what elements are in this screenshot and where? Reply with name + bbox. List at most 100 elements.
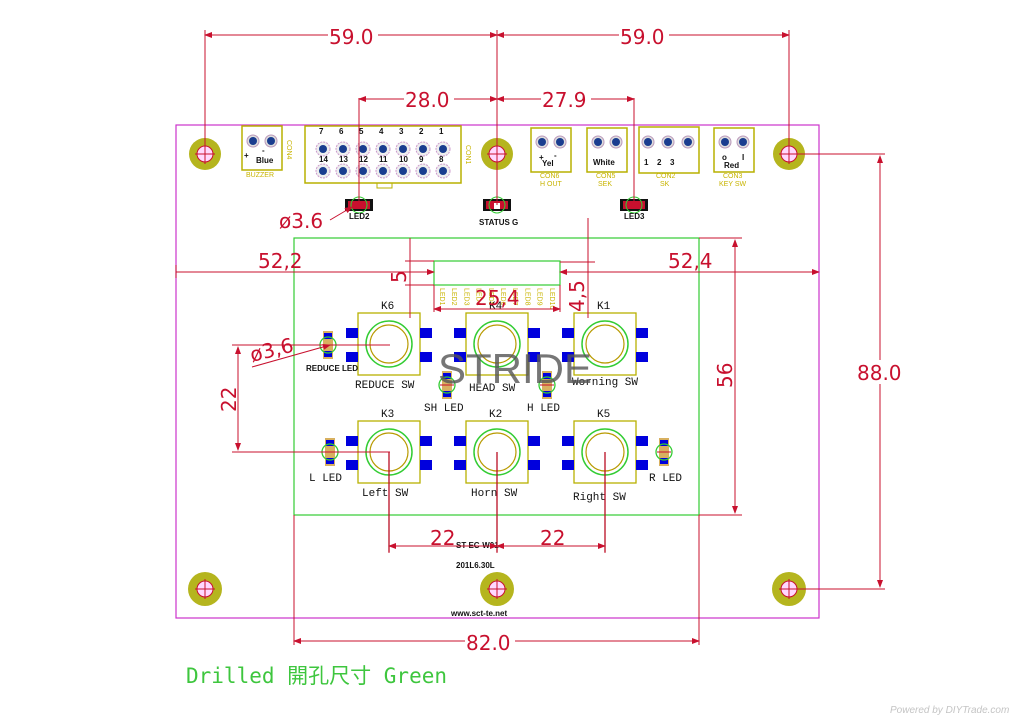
board-website: www.sct-te.net bbox=[450, 609, 507, 618]
dim-col-pitch-right: 22 bbox=[540, 526, 565, 550]
mount-hole-bottom-left bbox=[188, 572, 222, 606]
led-bar-segment-label: LED2 bbox=[450, 288, 457, 306]
main-con-pin bbox=[435, 163, 451, 179]
dim-hole-dia-top: ø3.6 bbox=[279, 209, 323, 233]
connector-con2: 1 2 3 CON2 SK bbox=[638, 126, 700, 188]
connector-con5: White CON5 SEK bbox=[586, 127, 628, 188]
dim-right-width: 52,4 bbox=[668, 249, 713, 273]
main-con-pin bbox=[355, 163, 371, 179]
dim-inner-height: 56 bbox=[713, 363, 737, 388]
dim-left-width: 52,2 bbox=[258, 249, 303, 273]
led2-label: LED2 bbox=[349, 212, 370, 221]
buzzer-con-name: CON4 bbox=[285, 140, 292, 160]
con2-pin-3: 3 bbox=[670, 158, 675, 167]
con2-pin-1: 1 bbox=[644, 158, 649, 167]
con3-name: CON3 bbox=[723, 173, 743, 180]
main-con-pin bbox=[395, 141, 411, 157]
led-bar-segment-label: LED7 bbox=[511, 288, 518, 306]
main-con-pin bbox=[415, 163, 431, 179]
main-con-pin-number: 14 bbox=[319, 155, 328, 164]
con6-wire-label: Yel bbox=[542, 159, 554, 168]
con6-sub: H OUT bbox=[540, 181, 563, 188]
switch-ref: K1 bbox=[597, 301, 611, 313]
indicator-led-label: SH LED bbox=[424, 403, 464, 415]
dim-inner-width: 82.0 bbox=[466, 631, 511, 655]
con3-pin-o: o bbox=[722, 153, 727, 162]
main-con-pin bbox=[415, 141, 431, 157]
led-bar-segment-label: LED6 bbox=[499, 288, 506, 306]
indicator-led-label: R LED bbox=[649, 473, 682, 485]
con6-name: CON6 bbox=[540, 173, 560, 180]
indicator-led-h: H LED bbox=[527, 371, 560, 415]
switch-label: REDUCE SW bbox=[355, 380, 415, 392]
main-con-pin-number: 6 bbox=[339, 127, 344, 136]
buzzer-wire-label: Blue bbox=[256, 156, 274, 165]
main-con-pin-number: 10 bbox=[399, 155, 408, 164]
connector-con6: + - Yel CON6 H OUT bbox=[530, 127, 572, 188]
main-con-pin bbox=[335, 163, 351, 179]
led-bar-outline bbox=[433, 260, 561, 286]
led3-label: LED3 bbox=[624, 212, 645, 221]
switch-label: Horn SW bbox=[471, 488, 518, 500]
main-con-pin-number: 4 bbox=[379, 127, 384, 136]
main-con-pin bbox=[395, 163, 411, 179]
switch-label: Right SW bbox=[573, 492, 626, 504]
con2-sub: SK bbox=[660, 181, 670, 188]
con5-sub: SEK bbox=[598, 181, 612, 188]
indicator-led-r: R LED bbox=[649, 438, 682, 485]
dim-col-pitch-left: 22 bbox=[430, 526, 455, 550]
main-con-pin-number: 7 bbox=[319, 127, 324, 136]
con2-pin-2: 2 bbox=[657, 158, 662, 167]
dim-top-left-span: 59.0 bbox=[329, 25, 374, 49]
main-con-pin-number: 5 bbox=[359, 127, 364, 136]
status-led-smd: STATUS G bbox=[479, 196, 518, 227]
mount-hole-bottom-center bbox=[480, 572, 514, 606]
main-con-pin-number: 3 bbox=[399, 127, 404, 136]
status-led-label: STATUS G bbox=[479, 218, 518, 227]
con6-pin-minus: - bbox=[554, 151, 557, 160]
con2-name: CON2 bbox=[656, 173, 676, 180]
indicator-led-label: REDUCE LED bbox=[306, 364, 358, 373]
buzzer-sub-label: BUZZER bbox=[246, 172, 274, 179]
connector-buzzer: + - Blue CON4 BUZZER bbox=[241, 125, 292, 179]
main-con-pin-number: 8 bbox=[439, 155, 444, 164]
powered-by-credit: Powered by DIYTrade.com bbox=[890, 705, 1009, 716]
led-bar-segment-label: LED8 bbox=[523, 288, 530, 306]
connector-main: CON1 bbox=[304, 125, 471, 189]
watermark: STRIDE bbox=[438, 345, 592, 392]
main-con-pin-number: 9 bbox=[419, 155, 424, 164]
led-bar-segment-label: LED1 bbox=[438, 288, 445, 306]
led-bar-segment-label: LED10 bbox=[548, 288, 555, 310]
main-con-pin bbox=[375, 163, 391, 179]
led-bar-segment-label: LED3 bbox=[462, 288, 469, 306]
main-con-pin bbox=[435, 141, 451, 157]
dim-top-right-span: 59.0 bbox=[620, 25, 665, 49]
main-con-pin bbox=[315, 163, 331, 179]
led-bar-segment-label: LED5 bbox=[487, 288, 494, 306]
main-con-pin bbox=[335, 141, 351, 157]
main-con-pin bbox=[375, 141, 391, 157]
dim-board-height: 88.0 bbox=[857, 361, 902, 385]
dim-con-left-span: 28.0 bbox=[405, 88, 450, 112]
switch-label: Left SW bbox=[362, 488, 409, 500]
main-con-name: CON1 bbox=[464, 145, 471, 165]
dim-led-bar-width: 25,4 bbox=[475, 286, 520, 310]
main-con-pin-number: 13 bbox=[339, 155, 348, 164]
led-bar-segment-label: LED4 bbox=[475, 288, 482, 306]
dimension-labels: 59.0 59.0 28.0 27.9 52,2 52,4 5 4,5 25,4… bbox=[217, 22, 905, 656]
main-con-pin bbox=[355, 141, 371, 157]
con3-sub: KEY SW bbox=[719, 181, 746, 188]
switch-ref: K5 bbox=[597, 409, 610, 421]
switch-ref: K3 bbox=[381, 409, 394, 421]
dim-led-bar-offset: 4,5 bbox=[565, 280, 589, 312]
indicator-led-l: L LED bbox=[309, 438, 342, 485]
dim-row-pitch: 22 bbox=[217, 387, 241, 412]
indicator-led-label: H LED bbox=[527, 403, 560, 415]
buzzer-pin-plus: + bbox=[244, 151, 249, 160]
main-con-pin-number: 1 bbox=[439, 127, 444, 136]
main-con-pin-number: 11 bbox=[379, 155, 388, 164]
connector-con3: o I Red CON3 KEY SW bbox=[713, 127, 755, 188]
main-con-pin bbox=[315, 141, 331, 157]
led-bar-segment-label: LED9 bbox=[536, 288, 543, 306]
